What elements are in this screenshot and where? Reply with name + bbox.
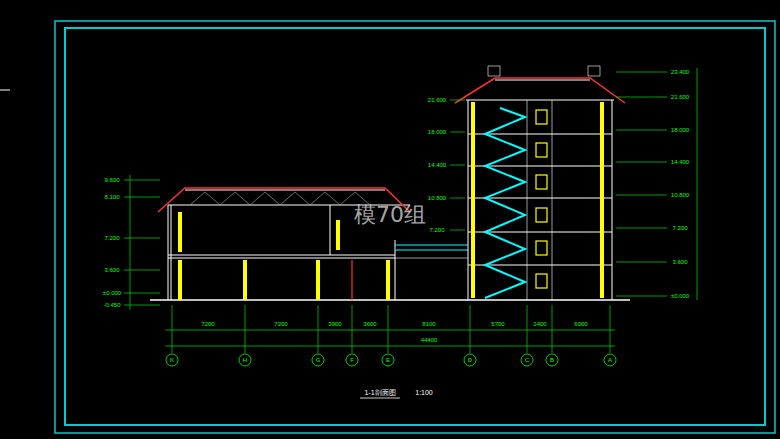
elevation-label: 21.600 (428, 97, 446, 103)
dimension-label: 2400 (533, 321, 546, 327)
axis-label: F (350, 357, 354, 363)
elevation-label: 23.400 (671, 69, 689, 75)
elevation-label: 10.800 (671, 192, 689, 198)
dimension-label: 44400 (421, 337, 438, 343)
elevation-label: 7.200 (104, 235, 119, 241)
elevation-label: ±0.000 (671, 293, 689, 299)
elevation-label: 7.200 (672, 225, 687, 231)
axis-label: B (550, 357, 554, 363)
elevation-label: ±0.000 (103, 290, 121, 296)
elevation-label: 3.600 (104, 267, 119, 273)
elevation-label: 8.100 (104, 194, 119, 200)
axis-label: C (525, 357, 529, 363)
drawing-title: 1-1剖面图 (364, 389, 395, 396)
elevation-label: 9.600 (104, 177, 119, 183)
dimension-label: 5700 (491, 321, 504, 327)
axis-label: K (170, 357, 174, 363)
axis-label: H (243, 357, 247, 363)
watermark: 模70组 (354, 204, 426, 226)
dimension-label: 8100 (422, 321, 435, 327)
elevation-label: 14.400 (428, 162, 446, 168)
dimension-label: 3600 (363, 321, 376, 327)
elevation-label: 21.600 (671, 94, 689, 100)
dimension-label: 7200 (274, 321, 287, 327)
elevation-label: 3.600 (672, 259, 687, 265)
scale-label: 1:100 (415, 389, 433, 396)
axis-label: D (468, 357, 472, 363)
dimension-label: 3900 (328, 321, 341, 327)
axis-label: G (316, 357, 321, 363)
axis-label: E (386, 357, 390, 363)
elevation-label: 10.800 (428, 195, 446, 201)
elevation-label: 18.000 (671, 127, 689, 133)
elevation-label: 7.200 (429, 227, 444, 233)
dimension-label: 7200 (201, 321, 214, 327)
axis-label: A (608, 357, 612, 363)
dimension-label: 6000 (574, 321, 587, 327)
elevation-label: 14.400 (671, 159, 689, 165)
elevation-label: -0.450 (103, 302, 120, 308)
elevation-label: 18.000 (428, 129, 446, 135)
